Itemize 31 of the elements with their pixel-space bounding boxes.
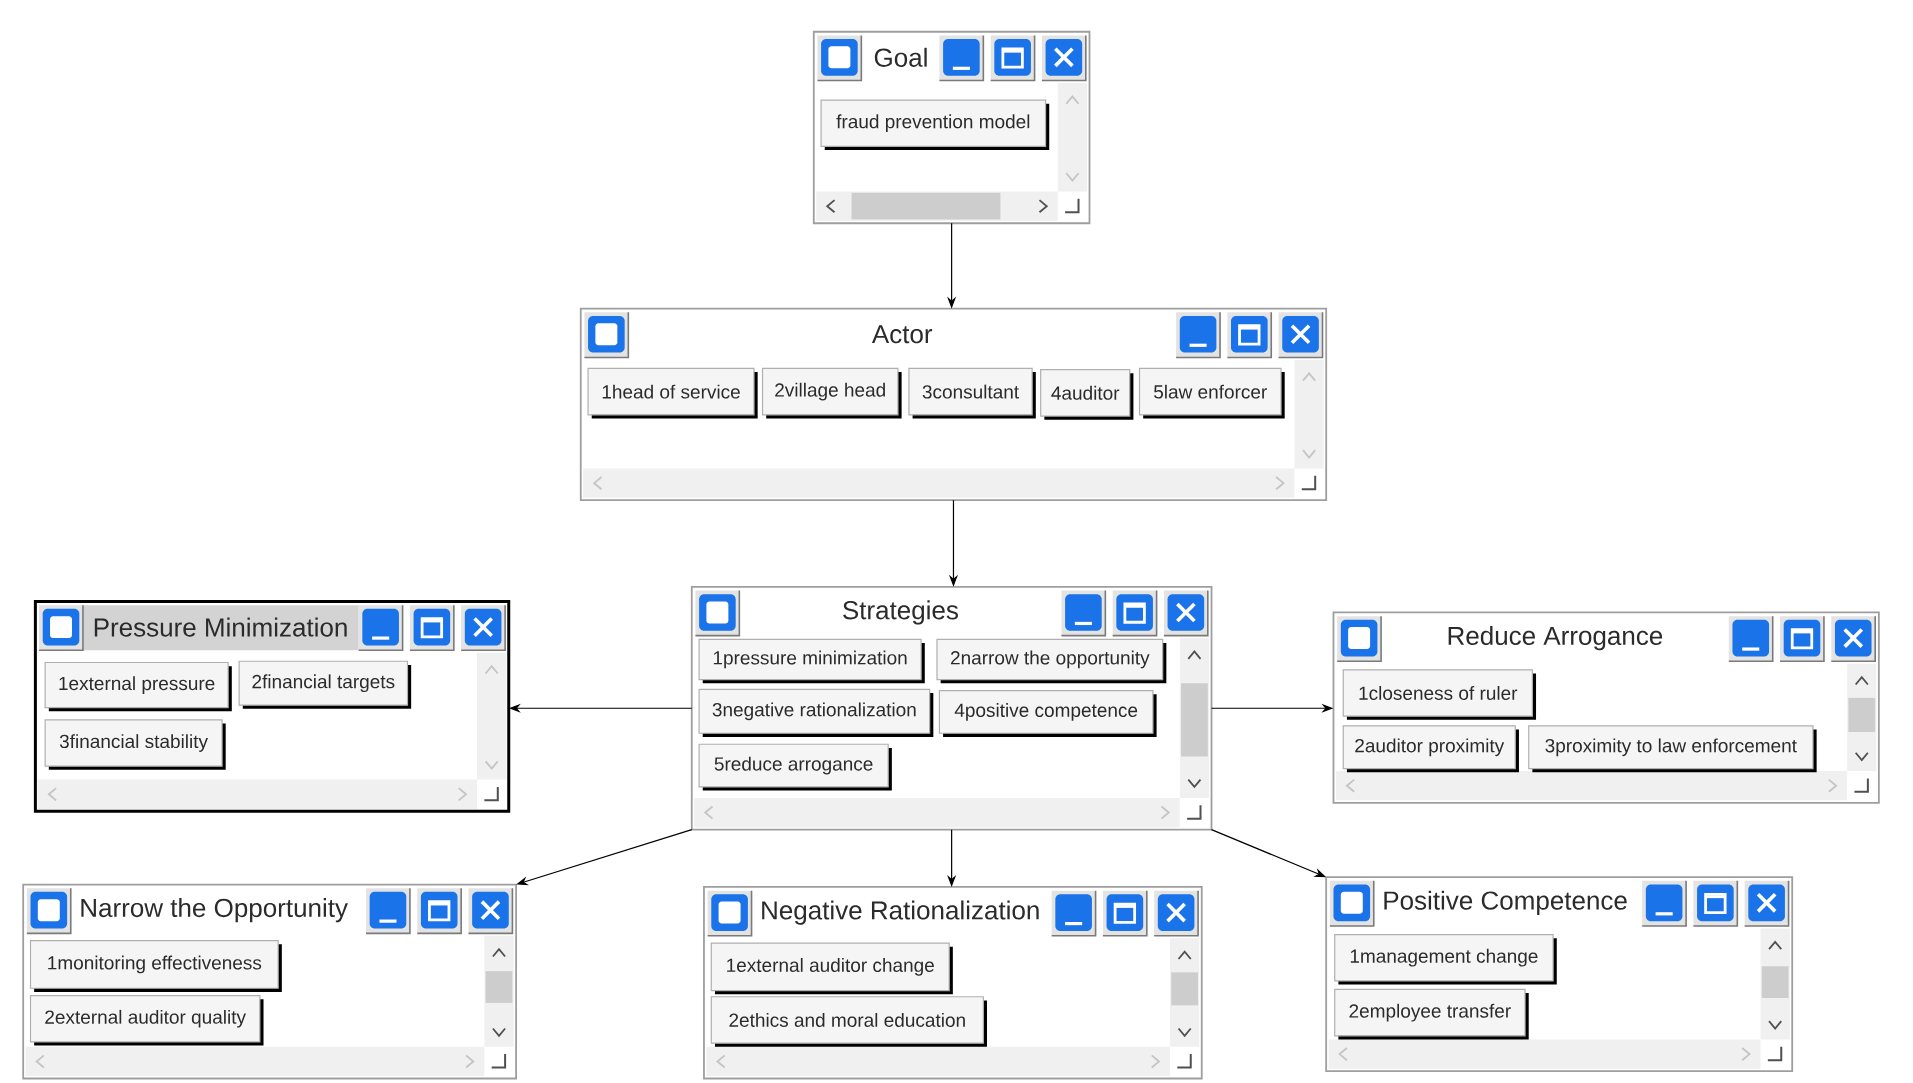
item-button: 4auditor	[1040, 369, 1134, 420]
item-button: 1management change	[1334, 933, 1557, 985]
item-button: 1closeness of ruler	[1342, 669, 1537, 720]
item-button: fraud prevention model	[820, 99, 1050, 151]
window-title: Pressure Minimization	[82, 605, 359, 651]
item-button: 1pressure minimization	[698, 638, 925, 684]
item-button: 5reduce arrogance	[698, 743, 892, 791]
item-button: 1external pressure	[44, 661, 232, 712]
item-button: 2auditor proximity	[1342, 725, 1519, 773]
item-button: 3negative rationalization	[698, 688, 934, 737]
item-button: 1monitoring effectiveness	[29, 940, 282, 992]
window-title: Goal	[874, 47, 927, 67]
window-title: Actor	[871, 325, 933, 344]
window-title: Strategies	[843, 600, 958, 625]
item-button: 1head of service	[587, 367, 758, 419]
item-button: 2narrow the opportunity	[936, 638, 1167, 684]
window-title: Negative Rationalization	[762, 900, 1039, 925]
window-title: Narrow the Opportunity	[81, 898, 348, 923]
item-button: 2employee transfer	[1334, 988, 1529, 1040]
window-title: Reduce Arrogance	[1448, 625, 1663, 651]
window-title: Positive Competence	[1384, 890, 1627, 915]
item-button: 1external auditor change	[710, 942, 953, 995]
item-button: 2ethics and moral education	[710, 996, 987, 1047]
item-button: 5law enforcer	[1138, 367, 1285, 419]
item-button: 2external auditor quality	[29, 994, 264, 1046]
item-button: 2village head	[761, 367, 902, 419]
item-button: 3financial stability	[44, 719, 226, 770]
item-button: 3proximity to law enforcement	[1528, 725, 1817, 773]
item-button: 2financial targets	[238, 660, 412, 709]
item-button: 4positive competence	[938, 689, 1157, 737]
item-button: 3consultant	[908, 367, 1036, 419]
